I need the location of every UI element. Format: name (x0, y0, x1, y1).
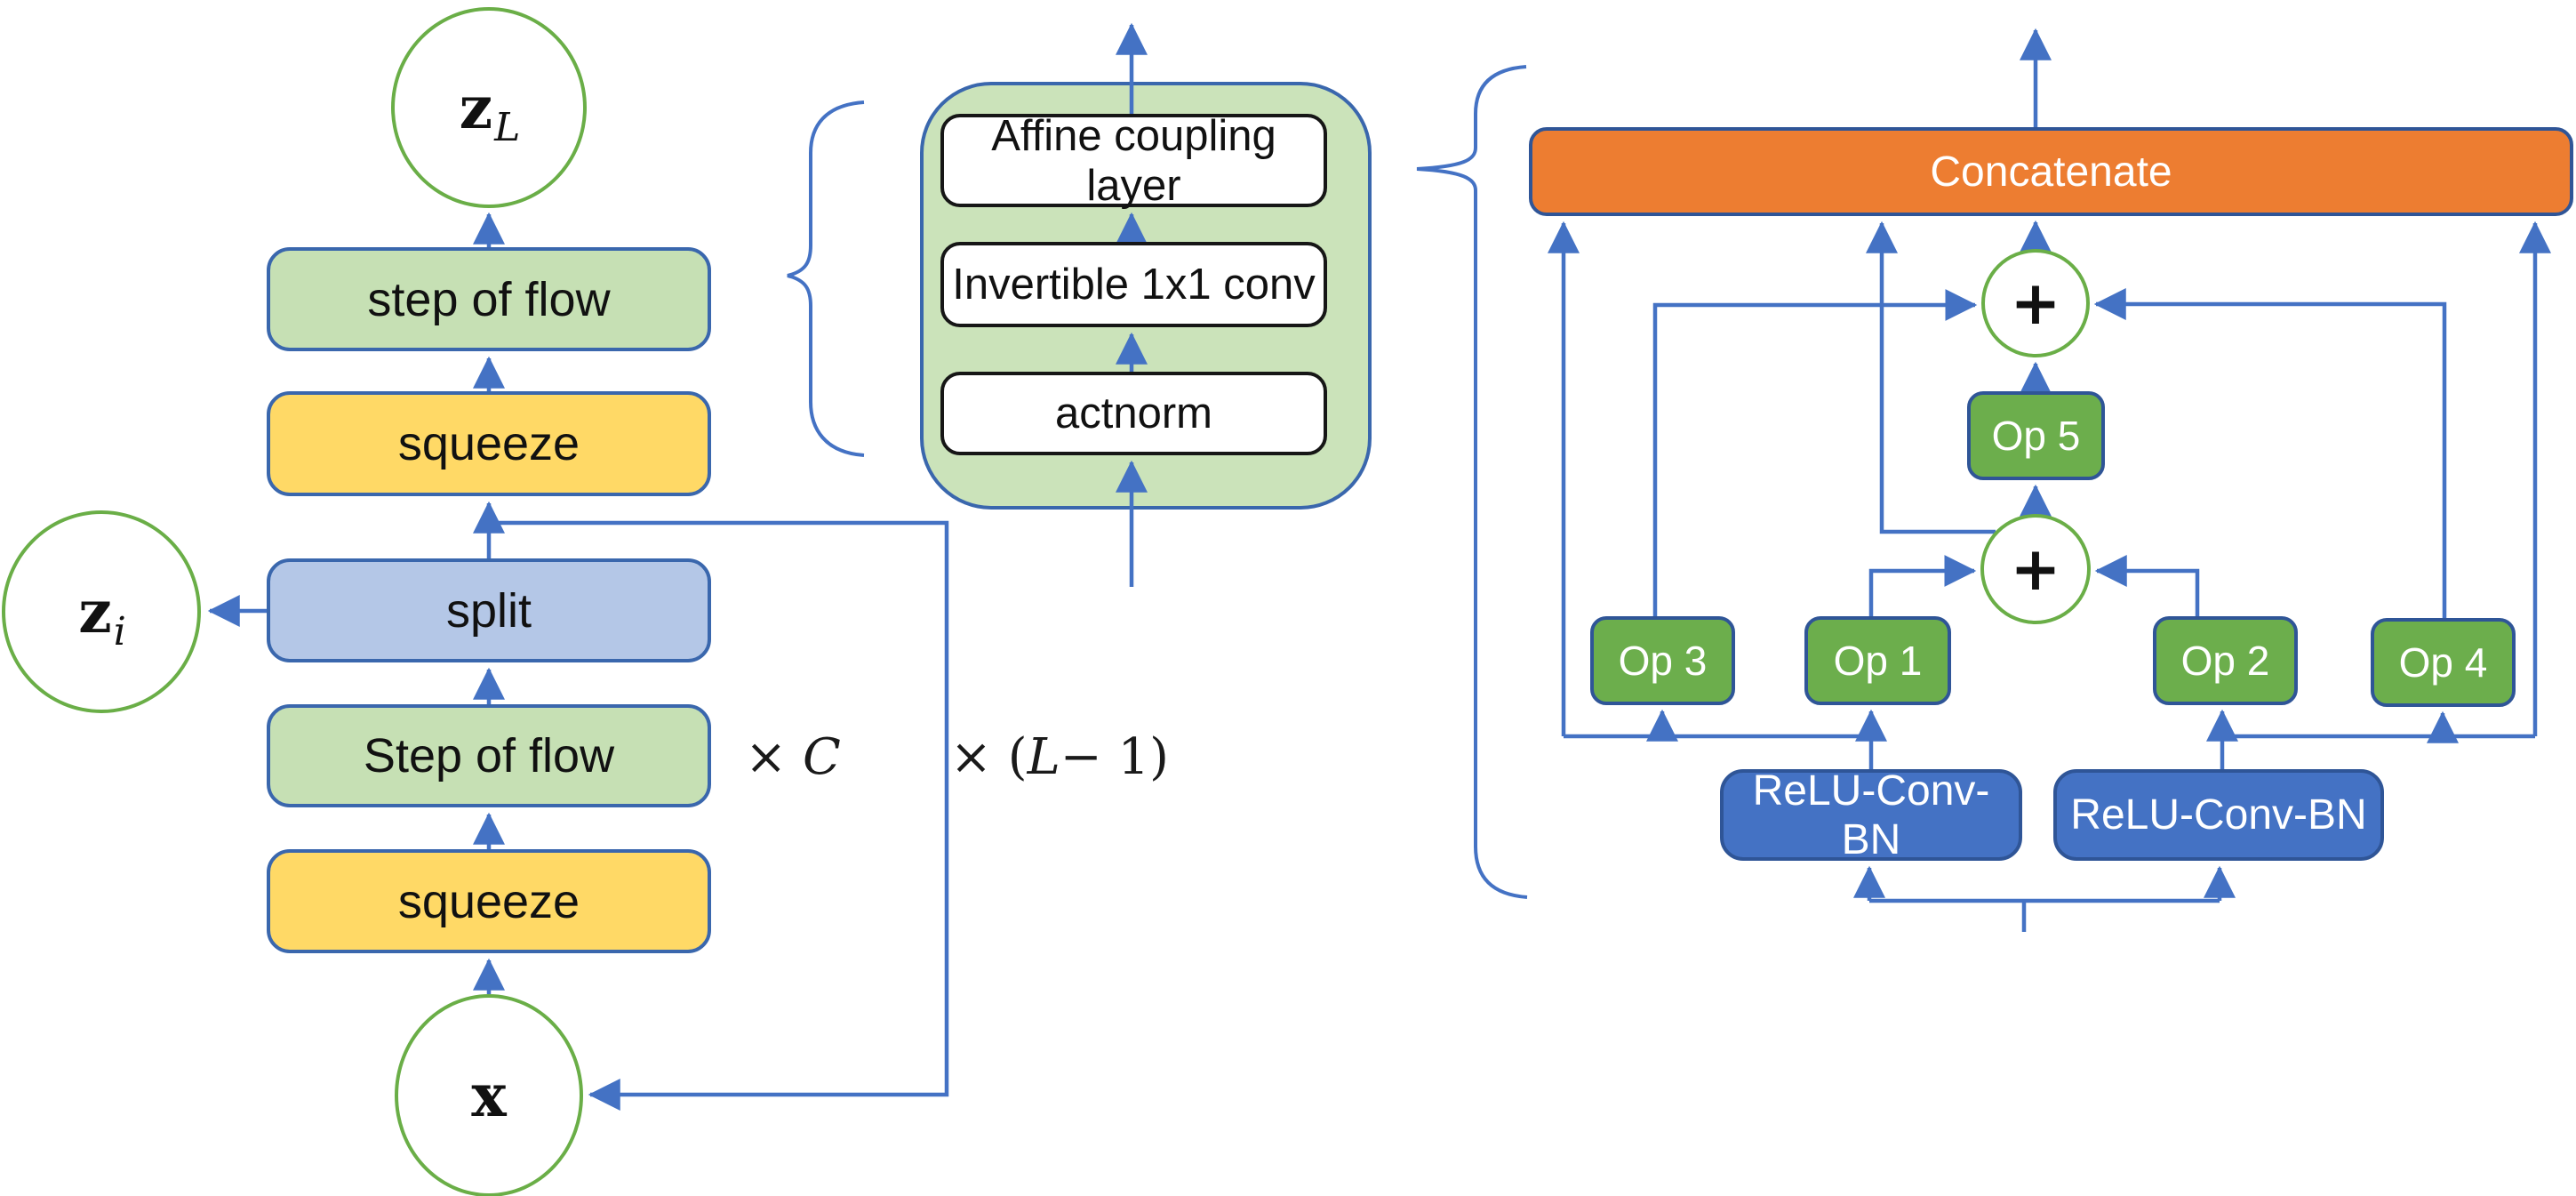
times-symbol: × (745, 727, 788, 786)
box-op5: Op 5 (1967, 391, 2105, 480)
arrow-pluslow-to-concat (1866, 221, 1996, 534)
box-op4: Op 4 (2371, 618, 2516, 707)
repeat-l-rest: − 1) (1060, 727, 1169, 786)
box-op5-label: Op 5 (1991, 413, 2081, 459)
box-step-of-flow-top: step of flow (267, 247, 711, 351)
box-concatenate: Concatenate (1529, 127, 2573, 216)
box-squeeze-top: squeeze (267, 391, 711, 496)
box-relu-conv-bn-right: ReLU-Conv-BN (2053, 769, 2384, 861)
plus-node-low: + (1980, 514, 2091, 624)
box-relu-left-label: ReLU-Conv-BN (1752, 767, 1990, 863)
box-relu-conv-bn-left: ReLU-Conv-BN (1720, 767, 2022, 863)
box-actnorm: actnorm (940, 372, 1327, 455)
input-node-label: x (471, 1061, 507, 1130)
loop-level-recursion (489, 520, 949, 1111)
paren-open: ( (1007, 727, 1028, 786)
brace-affine-cell (1416, 65, 1528, 899)
repeat-l-var: L (1027, 727, 1060, 786)
box-op3-label: Op 3 (1618, 638, 1708, 684)
box-step-of-flow-top-label: step of flow (367, 272, 611, 326)
box-op2: Op 2 (2153, 616, 2298, 705)
box-step-of-flow-inner-label: Step of flow (363, 729, 615, 783)
plus-top-symbol: + (2010, 268, 2061, 339)
brace-step-of-flow (787, 100, 865, 457)
latent-side-node: zi (2, 510, 201, 713)
box-invertible-conv: Invertible 1x1 conv (940, 242, 1327, 327)
input-node: x (395, 994, 583, 1196)
repeat-c-var: C (802, 727, 841, 786)
arrow-op1-to-plus-low (1868, 555, 1977, 616)
box-op4-label: Op 4 (2398, 639, 2488, 686)
box-squeeze-inner: squeeze (267, 849, 711, 953)
box-op1: Op 1 (1804, 616, 1951, 705)
latent-side-label: zi (78, 577, 126, 655)
box-op3: Op 3 (1590, 616, 1735, 705)
box-actnorm-label: actnorm (1054, 389, 1212, 437)
box-split-label: split (445, 583, 532, 638)
box-op2-label: Op 2 (2180, 638, 2270, 684)
box-affine-coupling-label: Affine coupling layer (991, 111, 1276, 210)
box-invertible-conv-label: Invertible 1x1 conv (952, 261, 1316, 309)
box-affine-coupling: Affine coupling layer (940, 112, 1327, 210)
box-squeeze-inner-label: squeeze (397, 874, 580, 928)
latent-output-label: zL (459, 73, 521, 151)
times-symbol2: × (950, 727, 992, 786)
arrow-op2-to-plus-low (2094, 555, 2200, 616)
repeat-c-label: × C (722, 727, 864, 786)
box-squeeze-top-label: squeeze (397, 417, 580, 470)
box-step-of-flow-inner: Step of flow (267, 704, 711, 807)
latent-output-node: zL (391, 7, 587, 208)
box-concatenate-label: Concatenate (1930, 148, 2172, 196)
box-op1-label: Op 1 (1833, 638, 1923, 684)
box-split: split (267, 558, 711, 662)
arrow-op4-to-plus-top (2093, 288, 2447, 618)
repeat-l-label: × (L − 1) (944, 727, 1175, 786)
arrow-op3-to-plus-top (1652, 289, 1978, 616)
plus-node-top: + (1981, 249, 2090, 357)
box-relu-right-label: ReLU-Conv-BN (2070, 791, 2367, 839)
plus-low-symbol: + (2010, 534, 2061, 605)
